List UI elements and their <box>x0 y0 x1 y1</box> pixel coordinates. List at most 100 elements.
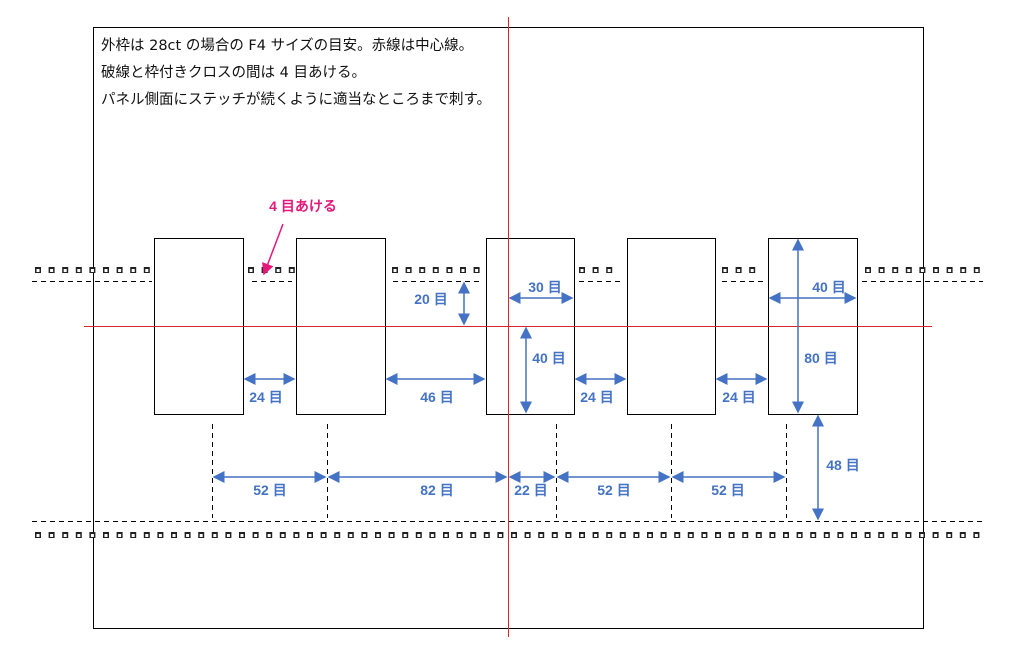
stitch-mark <box>932 532 939 538</box>
label-b1: 52 目 <box>253 482 286 498</box>
stitch-mark <box>266 532 273 538</box>
stitch-mark <box>62 267 69 273</box>
stitch-rows <box>35 267 980 538</box>
label-gap2: 46 目 <box>420 389 453 405</box>
label-top-offset: 20 目 <box>414 291 447 307</box>
callout-arrow <box>262 223 284 276</box>
stitch-mark <box>116 267 123 273</box>
stitch-mark <box>375 532 381 538</box>
stitch-mark <box>307 532 313 538</box>
stitch-mark <box>728 532 735 538</box>
stitch-mark <box>796 532 803 538</box>
stitch-mark <box>116 532 123 538</box>
stitch-mark <box>579 532 585 538</box>
stitch-mark <box>865 267 871 273</box>
stitch-mark <box>851 532 857 538</box>
stitch-mark <box>701 532 708 538</box>
stitch-mark <box>592 267 599 273</box>
stitch-mark <box>551 532 558 538</box>
stitch-mark <box>392 267 398 273</box>
label-bottom-offset: 48 目 <box>826 457 859 473</box>
stitch-mark <box>130 532 137 538</box>
stitch-mark <box>89 532 96 538</box>
stitch-mark <box>198 532 205 538</box>
stitch-mark <box>715 532 721 538</box>
stitch-mark <box>89 267 96 273</box>
stitch-mark <box>419 267 426 273</box>
stitch-mark <box>769 532 776 538</box>
stitch-mark <box>347 532 354 538</box>
stitch-mark <box>446 267 453 273</box>
stitch-mark <box>157 532 164 538</box>
stitch-mark <box>48 267 55 273</box>
stitch-mark <box>248 267 254 273</box>
stitch-mark <box>275 267 282 273</box>
stitch-mark <box>755 532 762 538</box>
label-panel-height: 80 目 <box>804 350 837 366</box>
stitch-mark <box>288 267 295 273</box>
stitch-mark <box>810 532 817 538</box>
stitch-mark <box>103 532 109 538</box>
stitch-mark <box>647 532 653 538</box>
stitch-mark <box>905 267 912 273</box>
stitch-mark <box>735 267 742 273</box>
stitch-mark <box>878 267 885 273</box>
stitch-mark <box>959 532 966 538</box>
note-line-3: パネル側面にステッチが続くように適当なところまで刺す。 <box>101 92 492 108</box>
stitch-mark <box>402 532 409 538</box>
label-panel-width: 40 目 <box>812 279 845 295</box>
stitch-mark <box>361 532 368 538</box>
stitch-mark <box>864 532 871 538</box>
stitch-mark <box>783 532 789 538</box>
stitch-mark <box>905 532 912 538</box>
stitch-mark <box>143 532 150 538</box>
stitch-mark <box>619 532 626 538</box>
stitch-mark <box>293 532 300 538</box>
stitch-mark <box>497 532 504 538</box>
stitch-mark <box>483 532 490 538</box>
stitch-mark <box>143 267 150 273</box>
stitch-mark <box>225 532 232 538</box>
stitch-mark <box>473 267 480 273</box>
stitch-mark <box>973 532 980 538</box>
stitch-mark <box>933 267 939 273</box>
stitch-mark <box>320 532 327 538</box>
stitch-mark <box>749 267 756 273</box>
stitch-mark <box>103 267 109 273</box>
label-half-width: 30 目 <box>528 279 561 295</box>
callout-label: 4 目あける <box>269 198 337 214</box>
note-line-2: 破線と枠付きクロスの間は 4 目あける。 <box>101 65 366 81</box>
stitch-mark <box>538 532 545 538</box>
stitch-mark <box>742 532 749 538</box>
label-gap3: 24 目 <box>580 389 613 405</box>
stitch-mark <box>606 267 613 273</box>
stitch-mark <box>660 532 667 538</box>
dimension-arrows <box>212 238 857 521</box>
stitch-mark <box>674 532 681 538</box>
stitch-mark <box>470 532 477 538</box>
stitch-mark <box>973 267 980 273</box>
stitch-mark <box>429 532 436 538</box>
stitch-mark <box>415 532 422 538</box>
stitch-mark <box>946 267 953 273</box>
stitch-mark <box>837 532 844 538</box>
stitch-mark <box>524 532 531 538</box>
stitch-mark <box>579 267 585 273</box>
stitch-mark <box>35 532 41 538</box>
stitch-mark <box>171 532 177 538</box>
label-b2: 82 目 <box>420 482 453 498</box>
stitch-mark <box>184 532 191 538</box>
stitch-mark <box>75 267 82 273</box>
stitch-mark <box>919 532 925 538</box>
stitch-mark <box>239 532 245 538</box>
stitch-mark <box>405 267 412 273</box>
stitch-mark <box>919 267 926 273</box>
stitch-mark <box>592 532 599 538</box>
stitch-mark <box>892 267 899 273</box>
stitch-mark <box>960 267 967 273</box>
label-b3: 22 目 <box>514 482 547 498</box>
label-b4: 52 目 <box>597 482 630 498</box>
label-half-height: 40 目 <box>532 350 565 366</box>
stitch-mark <box>443 532 449 538</box>
